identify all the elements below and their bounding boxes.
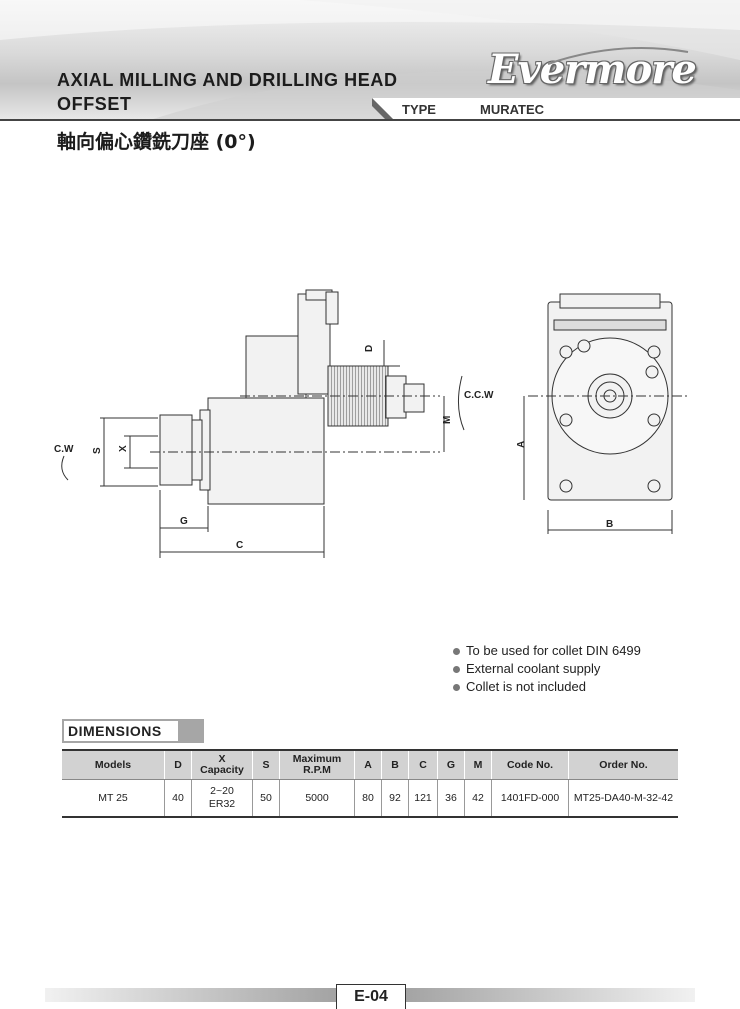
- note-item: External coolant supply: [453, 660, 641, 678]
- note-text: External coolant supply: [466, 661, 601, 676]
- note-item: Collet is not included: [453, 678, 641, 696]
- page-title-line1: AXIAL MILLING AND DRILLING HEAD: [57, 70, 398, 90]
- bullet-icon: [453, 647, 460, 655]
- label-g: G: [180, 516, 188, 527]
- header-x-capacity: X Capacity: [191, 749, 253, 780]
- header-s: S: [252, 749, 280, 780]
- cell-s: 50: [252, 779, 280, 818]
- dimensions-tab-inner: [64, 721, 178, 741]
- dimensions-tab-label: DIMENSIONS: [68, 723, 162, 739]
- brand-logo-text: Evermore: [488, 46, 697, 93]
- note-item: To be used for collet DIN 6499: [453, 642, 641, 660]
- label-s: S: [92, 447, 103, 454]
- page-subtitle-chinese: 軸向偏心鑽銑刀座 (0°): [57, 131, 256, 153]
- label-b: B: [606, 519, 613, 530]
- type-bar: TYPE MURATEC: [372, 98, 740, 120]
- type-label: TYPE: [402, 102, 436, 117]
- label-cw: C.W: [54, 444, 74, 455]
- page-title: AXIAL MILLING AND DRILLING HEAD OFFSET: [57, 68, 398, 116]
- table-row: MT 25 40 2~20 ER32 50 5000 80 92 121 36 …: [62, 779, 678, 818]
- header-m: M: [464, 749, 492, 780]
- cell-model: MT 25: [62, 779, 165, 818]
- bullet-icon: [453, 665, 460, 673]
- header-code-no: Code No.: [491, 749, 569, 780]
- table-header-row: Models D X Capacity S Maximum R.P.M A B …: [62, 749, 678, 780]
- label-d: D: [364, 345, 375, 352]
- label-a: A: [516, 441, 527, 448]
- label-x: X: [118, 445, 129, 452]
- side-view: [61, 289, 465, 558]
- header-b: B: [381, 749, 409, 780]
- header-a: A: [354, 749, 382, 780]
- header-models: Models: [62, 749, 165, 780]
- cell-b: 92: [381, 779, 409, 818]
- type-value: MURATEC: [480, 102, 545, 117]
- label-c: C: [236, 540, 243, 551]
- label-m: M: [442, 416, 453, 424]
- page-number: E-04: [336, 984, 406, 1009]
- cell-order-no: MT25-DA40-M-32-42: [568, 779, 678, 818]
- bullet-icon: [453, 683, 460, 691]
- label-ccw: C.C.W: [464, 390, 494, 401]
- technical-drawing: C.W C.C.W S X D M G C A B: [54, 289, 690, 558]
- logo-swoosh-icon: [547, 47, 689, 65]
- cell-d: 40: [164, 779, 192, 818]
- brand-logo: Evermore: [488, 46, 708, 96]
- cell-m: 42: [464, 779, 492, 818]
- page-title-line2: OFFSET: [57, 94, 132, 114]
- header-d: D: [164, 749, 192, 780]
- header-order-no: Order No.: [568, 749, 678, 780]
- header-divider: [0, 119, 740, 121]
- cell-c: 121: [408, 779, 438, 818]
- cell-max-rpm: 5000: [279, 779, 355, 818]
- header-max-rpm: Maximum R.P.M: [279, 749, 355, 780]
- header-g: G: [437, 749, 465, 780]
- type-bar-background: [372, 98, 740, 120]
- note-text: To be used for collet DIN 6499: [466, 643, 641, 658]
- cell-g: 36: [437, 779, 465, 818]
- cell-code-no: 1401FD-000: [491, 779, 569, 818]
- notes-list: To be used for collet DIN 6499 External …: [453, 642, 641, 696]
- dimensions-tab: DIMENSIONS: [62, 719, 204, 743]
- front-view: [523, 293, 690, 534]
- header-c: C: [408, 749, 438, 780]
- note-text: Collet is not included: [466, 679, 586, 694]
- dimensions-table: Models D X Capacity S Maximum R.P.M A B …: [62, 749, 678, 818]
- cell-x-capacity: 2~20 ER32: [191, 779, 253, 818]
- cell-a: 80: [354, 779, 382, 818]
